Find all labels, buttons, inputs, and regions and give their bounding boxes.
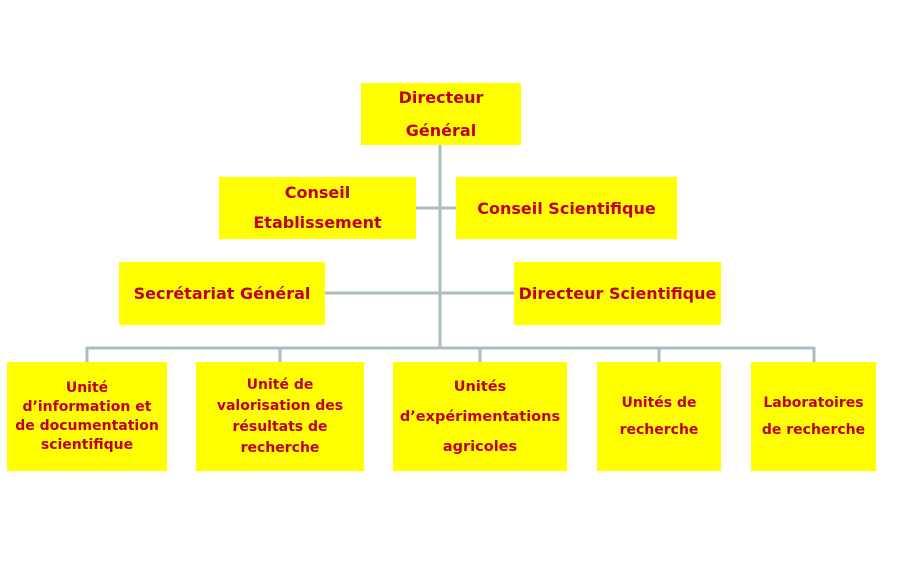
unite-information-documentation-box: Unité d’information et de documentation …	[7, 362, 167, 471]
unit-label: Unité de valorisation des résultats de r…	[216, 376, 344, 456]
conseil-scientifique-label: Conseil Scientifique	[477, 198, 656, 218]
directeur-scientifique-label: Directeur Scientifique	[518, 284, 717, 303]
secretariat-general-box: Secrétariat Général	[119, 262, 325, 325]
unit-label: Laboratoires de recherche	[761, 394, 866, 438]
conseil-scientifique-box: Conseil Scientifique	[456, 177, 677, 239]
conseil-etablissement-box: Conseil Etablissement	[219, 177, 416, 239]
directeur-general-box: Directeur Général	[361, 83, 521, 145]
unites-recherche-box: Unités de recherche	[597, 362, 721, 471]
unit-label: Unité d’information et de documentation …	[15, 379, 159, 453]
conseil-etablissement-label: Conseil Etablissement	[253, 183, 382, 232]
unit-label: Unités d’expérimentations agricoles	[399, 378, 561, 455]
secretariat-general-label: Secrétariat Général	[133, 284, 311, 303]
directeur-scientifique-box: Directeur Scientifique	[514, 262, 721, 325]
unit-label: Unités de recherche	[619, 394, 699, 438]
unite-valorisation-box: Unité de valorisation des résultats de r…	[196, 362, 364, 471]
directeur-general-label: Directeur Général	[398, 88, 484, 140]
laboratoires-recherche-box: Laboratoires de recherche	[751, 362, 876, 471]
unites-experimentations-box: Unités d’expérimentations agricoles	[393, 362, 567, 471]
